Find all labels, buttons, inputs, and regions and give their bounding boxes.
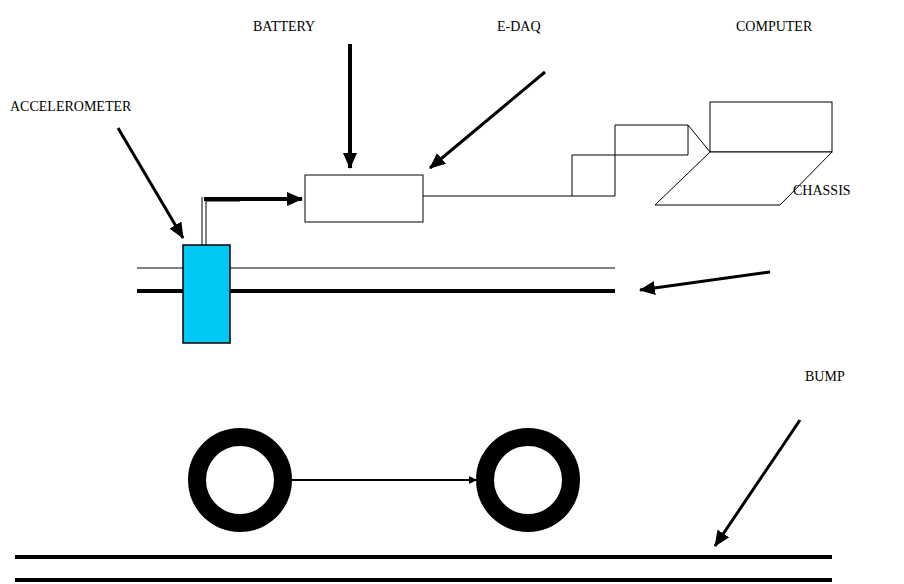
leader-arrow <box>715 420 800 546</box>
signal-arrow <box>204 197 302 201</box>
wire <box>206 201 240 245</box>
cable <box>572 125 688 196</box>
leader-arrow <box>348 44 352 168</box>
wire <box>202 197 203 245</box>
bump-label: BUMP <box>805 369 845 385</box>
accelerometer-label: ACCELEROMETER <box>10 99 131 115</box>
leader-arrow <box>430 72 545 168</box>
accelerometer <box>183 245 230 343</box>
computer-label: COMPUTER <box>736 19 812 35</box>
edaq-label: E-DAQ <box>497 19 541 35</box>
road-line <box>15 555 832 559</box>
battery-label: BATTERY <box>253 19 315 35</box>
leader-arrow <box>640 272 770 290</box>
cable <box>423 125 710 196</box>
leader-arrow <box>118 128 183 238</box>
motion-arrow <box>284 479 476 481</box>
wheel <box>197 437 283 523</box>
road-line <box>15 578 832 582</box>
edaq-box <box>305 175 423 222</box>
wheel <box>485 437 571 523</box>
chassis-label: CHASSIS <box>793 183 851 199</box>
computer-screen <box>710 102 832 152</box>
